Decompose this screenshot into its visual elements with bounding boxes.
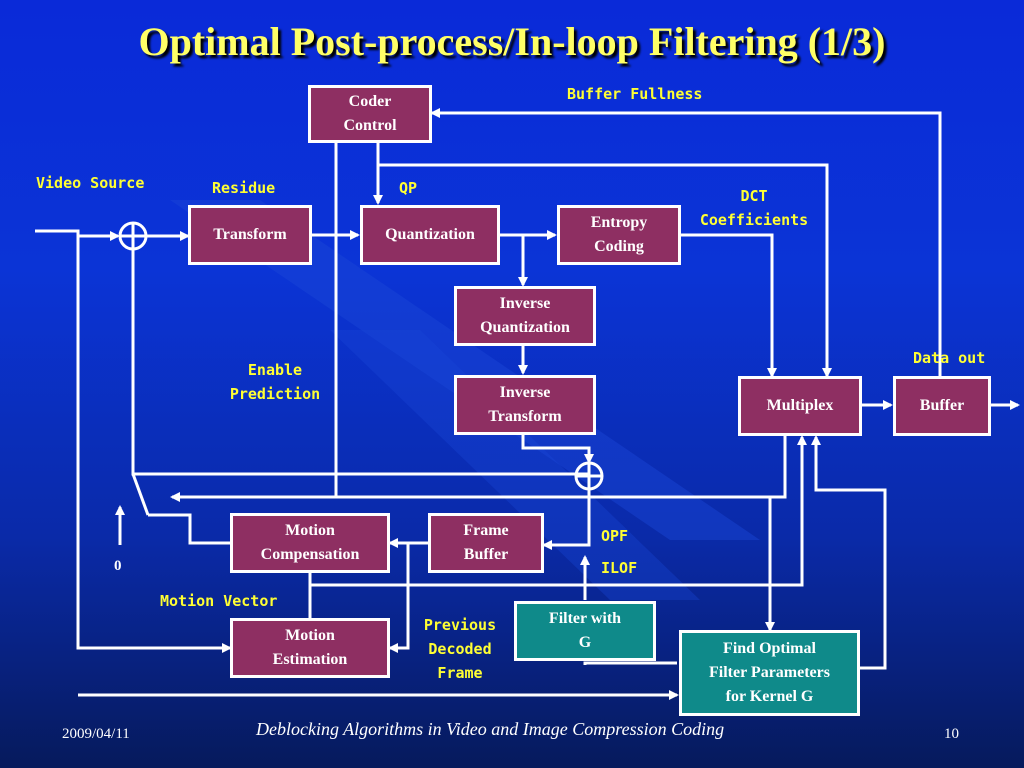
entropy-coding-block: Entropy Coding (557, 205, 681, 265)
motion-compensation-block: Motion Compensation (230, 513, 390, 573)
enable-prediction-label: Enable Prediction (229, 361, 321, 403)
slide-title: Optimal Post-process/In-loop Filtering (… (138, 19, 886, 64)
qp-label: QP (399, 179, 418, 197)
transform-block: Transform (188, 205, 312, 265)
motion-estimation-block: Motion Estimation (230, 618, 390, 678)
frame-buffer-block: Frame Buffer (428, 513, 544, 573)
filter-with-g-block: Filter with G (514, 601, 656, 661)
footer-date: 2009/04/11 (62, 726, 130, 742)
buffer-fullness-label: Buffer Fullness (567, 85, 703, 103)
dct-coefficients-label: DCT Coefficients (699, 187, 809, 229)
opf-label: OPF (601, 527, 629, 545)
data-out-label: Data out (913, 349, 986, 367)
zero-input-label: 0 (114, 558, 122, 574)
page-number: 10 (944, 726, 959, 742)
multiplex-block: Multiplex (738, 376, 862, 436)
inverse-transform-block: Inverse Transform (454, 375, 596, 435)
video-source-label: Video Source (36, 174, 145, 192)
motion-vector-label: Motion Vector (160, 592, 278, 610)
buffer-block: Buffer (893, 376, 991, 436)
coder-control-block: Coder Control (308, 85, 432, 143)
adder-symbols (118, 221, 604, 491)
ilof-label: ILOF (601, 559, 638, 577)
quantization-block: Quantization (360, 205, 500, 265)
residue-label: Residue (212, 179, 276, 197)
previous-decoded-frame-label: Previous Decoded Frame (423, 616, 497, 682)
find-optimal-filter-block: Find Optimal Filter Parameters for Kerne… (679, 630, 860, 716)
footer-text: Deblocking Algorithms in Video and Image… (256, 719, 725, 739)
inverse-quantization-block: Inverse Quantization (454, 286, 596, 346)
